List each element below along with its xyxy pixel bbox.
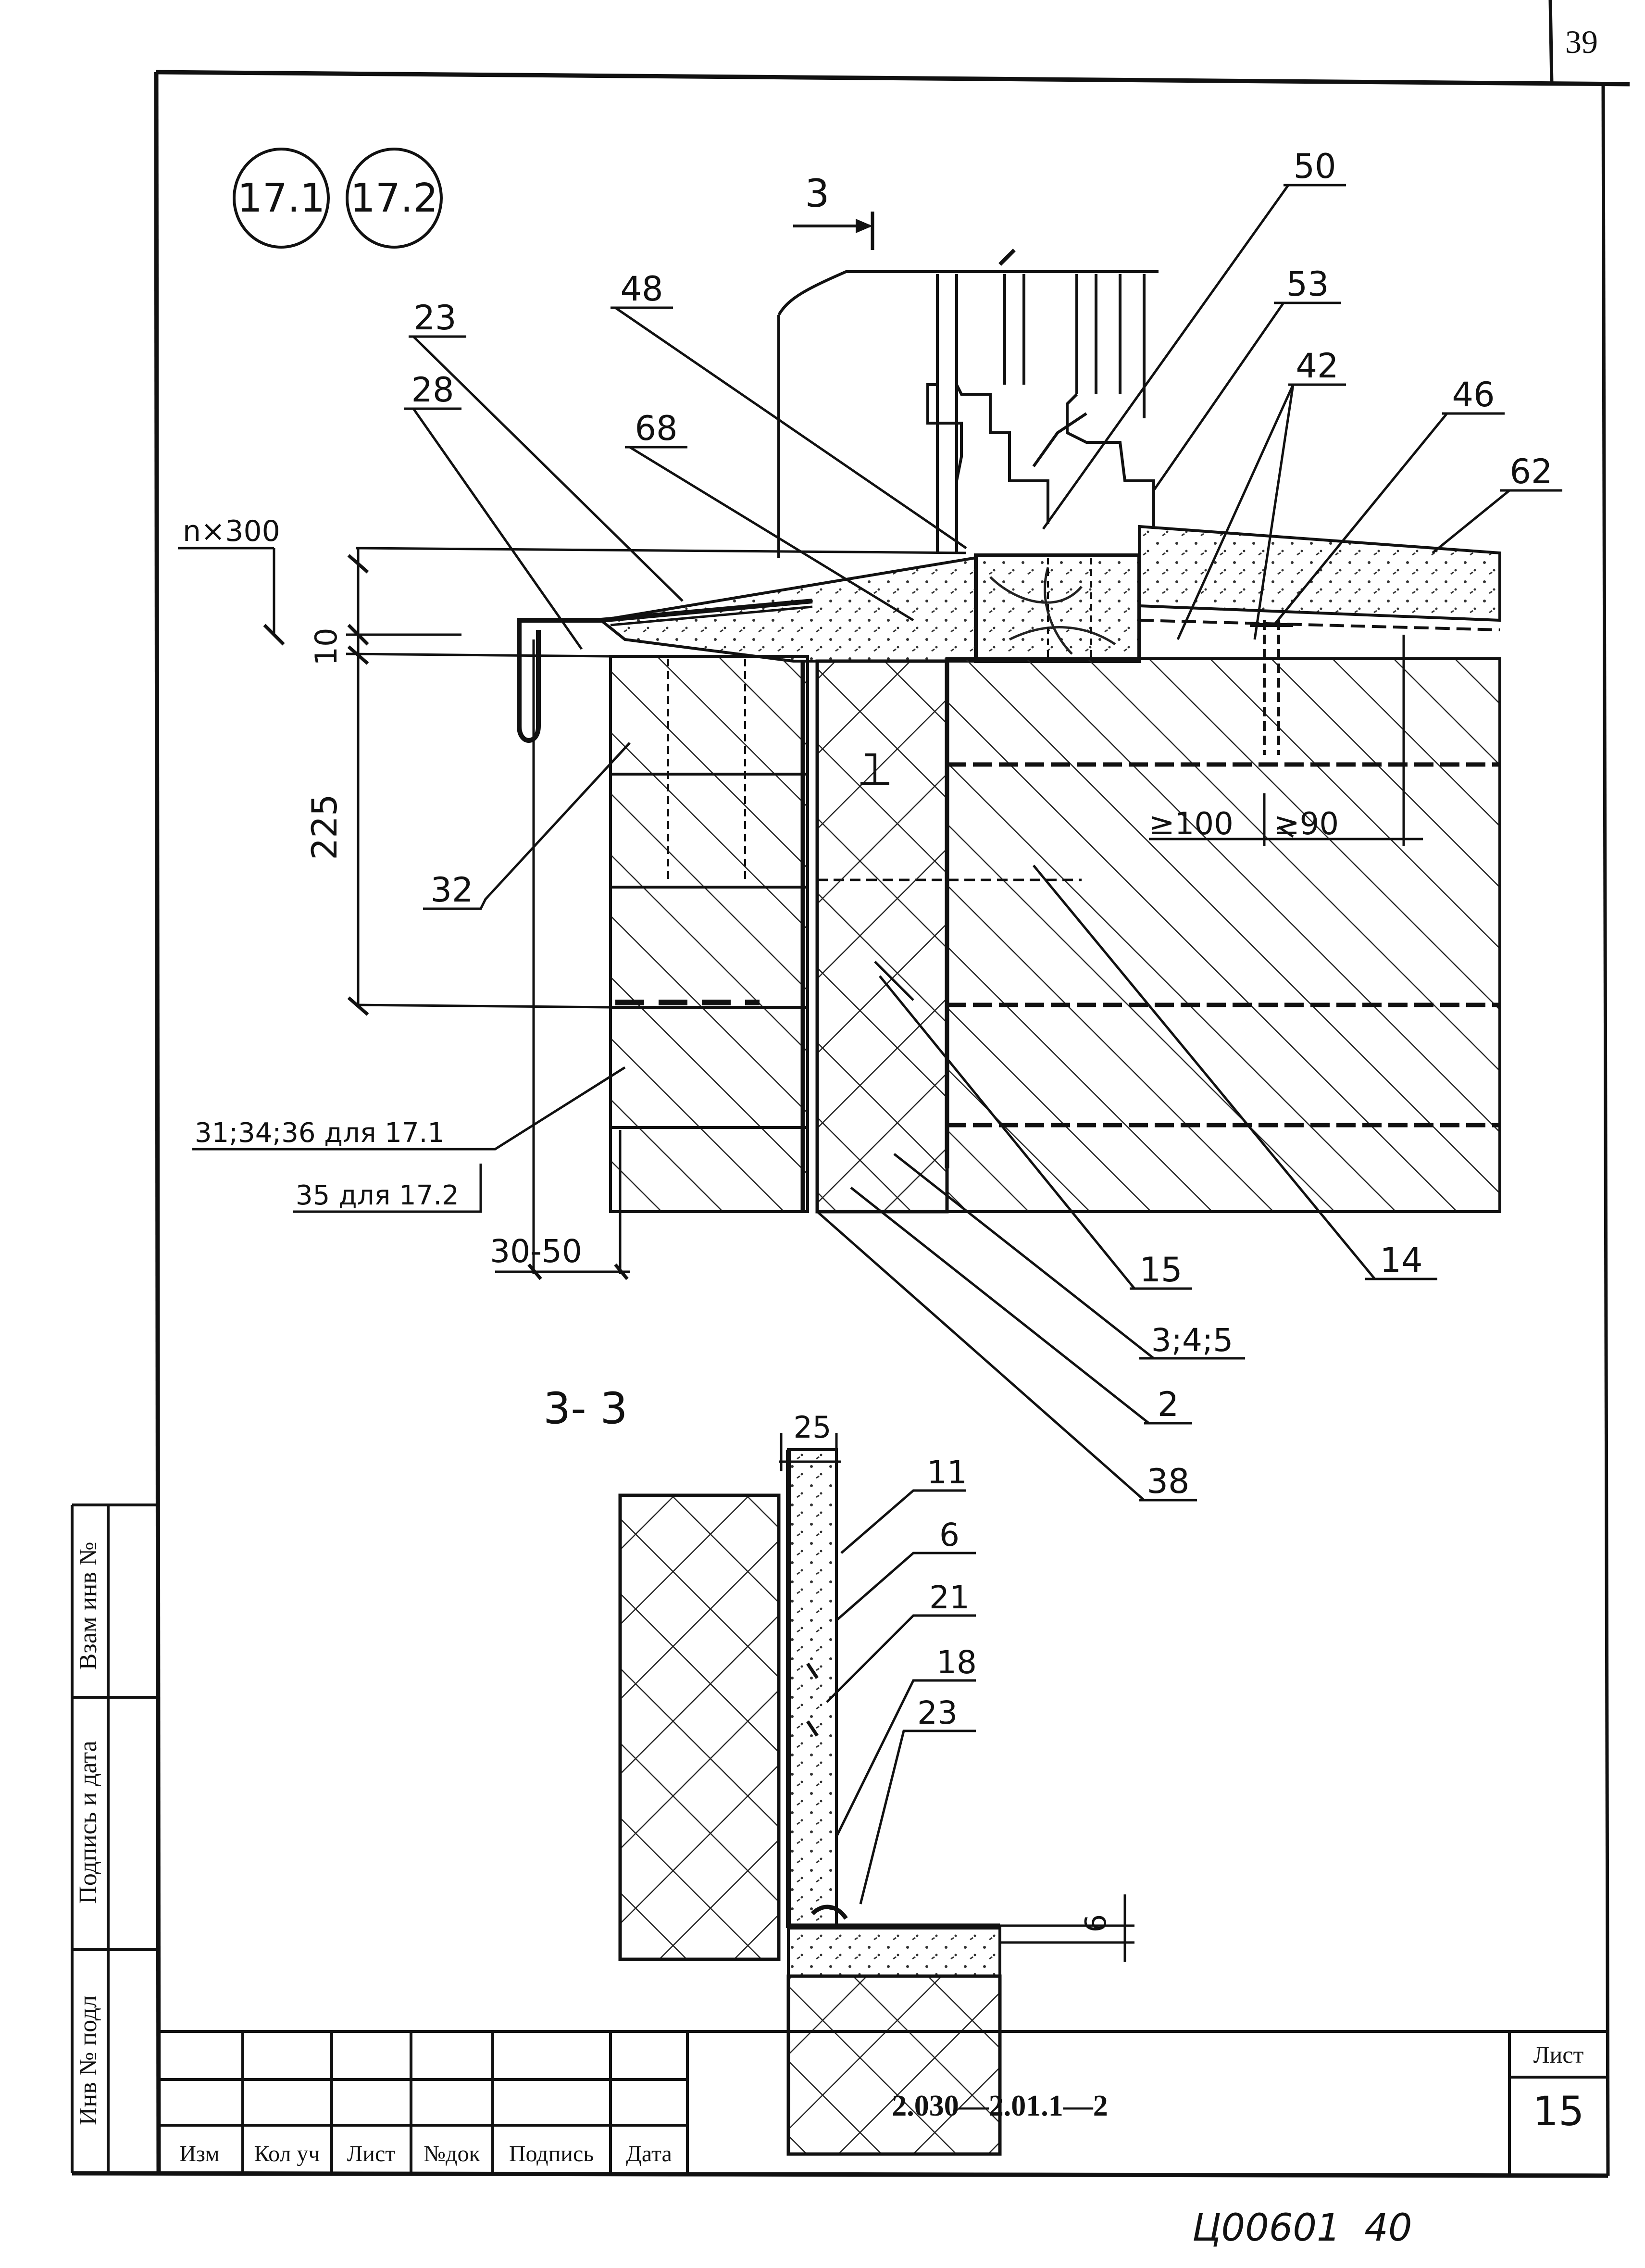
stamp-podpis-data: Подпись и дата: [75, 1741, 102, 1904]
section-dim-25: 25: [794, 1410, 832, 1445]
svg-text:Дата: Дата: [626, 2141, 672, 2167]
dim-100: ≥100: [1149, 806, 1234, 842]
sheet-number: 15: [1533, 2088, 1584, 2135]
dim-10: 10: [309, 628, 344, 666]
callout-53: 53: [1286, 264, 1329, 304]
detail-refs: 17.1 17.2: [233, 148, 443, 249]
callout-46: 46: [1452, 375, 1495, 414]
concrete-slope: [597, 525, 1501, 663]
dim-225: 225: [304, 794, 345, 860]
page-number: 39: [1565, 24, 1598, 60]
callout-28: 28: [411, 370, 454, 410]
callout-68: 68: [635, 409, 677, 448]
section-3-3-title: 3- 3: [543, 1383, 628, 1434]
callout-48: 48: [620, 269, 663, 309]
section-3-3-drawing: [618, 1433, 1134, 2156]
insulation-layer: [800, 659, 949, 1214]
sheet-frame: [72, 0, 1630, 2178]
title-block-headers: Изм Кол уч Лист №док Подпись Дата: [179, 2141, 672, 2167]
dim-90: ≥90: [1274, 806, 1339, 842]
callout-32: 32: [430, 870, 473, 910]
section-label-21: 21: [929, 1579, 970, 1616]
detail-ref-172: 17.2: [350, 175, 438, 221]
svg-text:3: 3: [805, 171, 830, 216]
drip-flashing: [517, 599, 813, 743]
section-labels: 11 6 21 18 23: [917, 1454, 977, 1731]
sheet-label: Лист: [1533, 2041, 1584, 2068]
callout-3-4-5: 3;4;5: [1151, 1322, 1233, 1359]
callout-14: 14: [1380, 1241, 1422, 1280]
dimension-lines: [178, 547, 1423, 1280]
stamp-inv-podl: Инв № подл: [75, 1995, 102, 2125]
detail-ref-171: 17.1: [237, 175, 325, 221]
title-block: [159, 2030, 1608, 2176]
svg-text:№док: №док: [424, 2141, 480, 2167]
section-dim-6: 6: [1079, 1914, 1113, 1932]
svg-text:Лист: Лист: [347, 2141, 396, 2167]
section-label-23: 23: [917, 1694, 958, 1731]
callout-labels: 50 53 48 42 46 62 23 68 28 32 15 14 3;4;…: [411, 147, 1552, 1501]
window-frame: [777, 249, 1159, 558]
dim-30-50: 30-50: [490, 1233, 582, 1270]
sill-block: [974, 553, 1141, 663]
side-stamp: [71, 1504, 159, 2173]
archive-code: Ц00601 40: [1192, 2206, 1412, 2250]
callout-42: 42: [1296, 346, 1338, 386]
svg-text:Подпись: Подпись: [509, 2141, 594, 2167]
brick-masonry: [609, 655, 1501, 1213]
callout-2: 2: [1158, 1385, 1179, 1424]
section-label-11: 11: [927, 1454, 967, 1491]
doc-code: 2.030—2.01.1—2: [892, 2090, 1108, 2122]
section-marker: 3: [793, 171, 874, 250]
svg-text:Изм: Изм: [179, 2141, 219, 2167]
section-label-6: 6: [939, 1516, 960, 1554]
section-label-18: 18: [936, 1644, 977, 1681]
svg-text:Кол уч: Кол уч: [254, 2141, 320, 2167]
note-for-171: 31;34;36 для 17.1: [195, 1117, 445, 1149]
leader-lines: [192, 184, 1562, 1502]
stamp-vzam-inv: Взам инв №: [75, 1541, 102, 1670]
note-for-172: 35 для 17.2: [296, 1180, 459, 1211]
dim-nx300: n×300: [183, 514, 280, 548]
callout-38: 38: [1147, 1462, 1189, 1501]
callout-62: 62: [1509, 452, 1552, 491]
callout-15: 15: [1139, 1250, 1182, 1290]
callout-23: 23: [413, 298, 456, 338]
callout-50: 50: [1293, 147, 1336, 186]
